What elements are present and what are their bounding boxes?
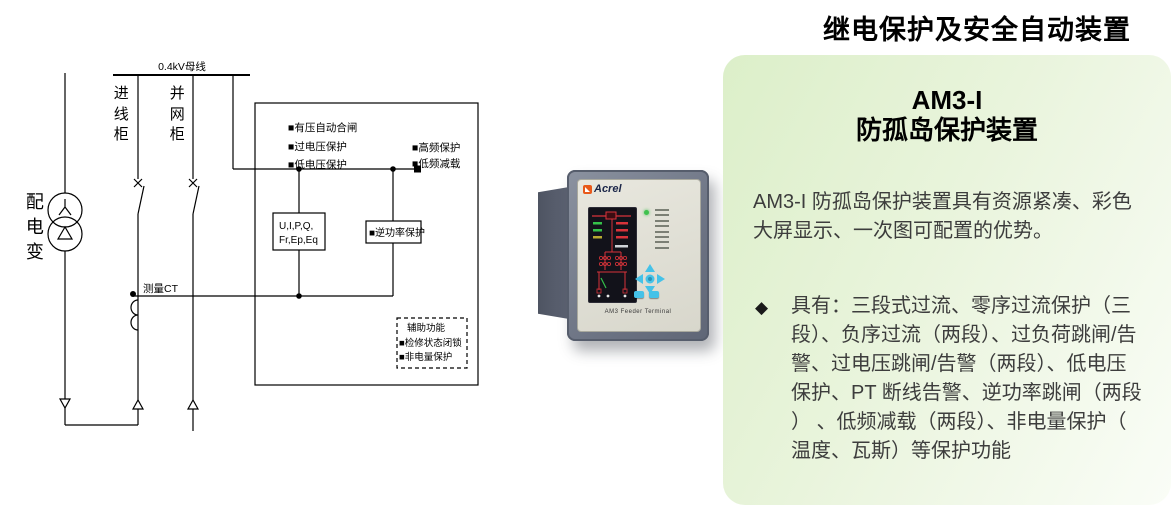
- device-model-label: AM3 Feeder Terminal: [604, 309, 672, 315]
- nav-right-icon: [657, 274, 665, 284]
- diamond-bullet-icon: ◆: [755, 298, 769, 317]
- transformer-symbol: [47, 73, 138, 426]
- incoming-feeder: [131, 75, 145, 425]
- product-title: AM3-I 防孤岛保护装置: [743, 85, 1151, 145]
- reverse-power-label: ■逆功率保护: [369, 226, 425, 239]
- ct-label: 测量CT: [143, 282, 179, 295]
- aux-item: ■检修状态闭锁: [399, 337, 462, 349]
- product-intro: AM3-I 防孤岛保护装置具有资源紧凑、彩色大屏显示、一次图可配置的优势。: [753, 191, 1132, 242]
- nav-keypad: [635, 264, 665, 294]
- arrow-down-icon: [58, 398, 72, 410]
- function-key: [649, 291, 659, 298]
- arrow-up-icon: [186, 398, 200, 410]
- nav-up-icon: [645, 264, 655, 272]
- aux-item: ■非电量保护: [399, 351, 452, 363]
- arrow-up-icon: [131, 398, 145, 410]
- aux-title: 辅助功能: [407, 322, 446, 334]
- screen-mimic-diagram: [592, 211, 631, 298]
- product-photo: Acrel: [535, 163, 713, 347]
- junction-dot: [296, 293, 302, 299]
- grid-cabinet-label: 并网柜: [169, 85, 185, 144]
- brand-logo: Acrel: [583, 183, 622, 195]
- line-terminal-square: [414, 165, 421, 173]
- brand-name: Acrel: [594, 183, 622, 195]
- led-label-column: [655, 209, 669, 252]
- measurement-line2: Fr,Ep,Eq: [279, 235, 318, 246]
- incoming-cabinet-label: 进线柜: [113, 85, 129, 144]
- page-title: 继电保护及安全自动装置: [823, 15, 1131, 45]
- device-side-housing: [538, 187, 569, 319]
- status-led: [644, 210, 649, 215]
- ct-winding-icon: [130, 299, 139, 331]
- single-line-diagram: 0.4kV母线: [47, 60, 479, 431]
- device-lcd-screen: [588, 207, 637, 303]
- feature-text: 具有：三段式过流、零序过流保护（三段）、负序过流（两段）、过负荷跳闸/告警、过电…: [791, 295, 1142, 462]
- aux-functions-box: [396, 317, 468, 369]
- measurement-line1: U,I,P,Q,: [279, 221, 313, 232]
- breaker-icon: [188, 178, 198, 188]
- busbar-label: 0.4kV母线: [158, 60, 206, 73]
- product-model: AM3-I: [911, 85, 983, 115]
- acrel-logo-icon: [583, 184, 592, 194]
- function-label: ■过电压保护: [288, 140, 347, 153]
- product-name: 防孤岛保护装置: [855, 115, 1038, 145]
- transformer-label: 配电变: [25, 192, 44, 262]
- function-label: ■低频减载: [412, 157, 461, 170]
- nav-down-icon: [645, 286, 655, 294]
- grid-feeder: [186, 75, 200, 431]
- feature-bullet: ◆ 具有：三段式过流、零序过流保护（三段）、负序过流（两段）、过负荷跳闸/告警、…: [753, 292, 1145, 466]
- nav-left-icon: [635, 274, 643, 284]
- breaker-icon: [133, 178, 143, 188]
- function-label: ■有压自动合闸: [288, 121, 357, 134]
- product-info-panel: AM3-I 防孤岛保护装置 AM3-I 防孤岛保护装置具有资源紧凑、彩色大屏显示…: [723, 55, 1171, 505]
- function-key: [634, 291, 644, 298]
- function-label: ■低电压保护: [288, 158, 347, 171]
- ct-tap-dot: [130, 291, 136, 297]
- protection-functions-box: [254, 102, 479, 386]
- function-label: ■高频保护: [412, 141, 460, 154]
